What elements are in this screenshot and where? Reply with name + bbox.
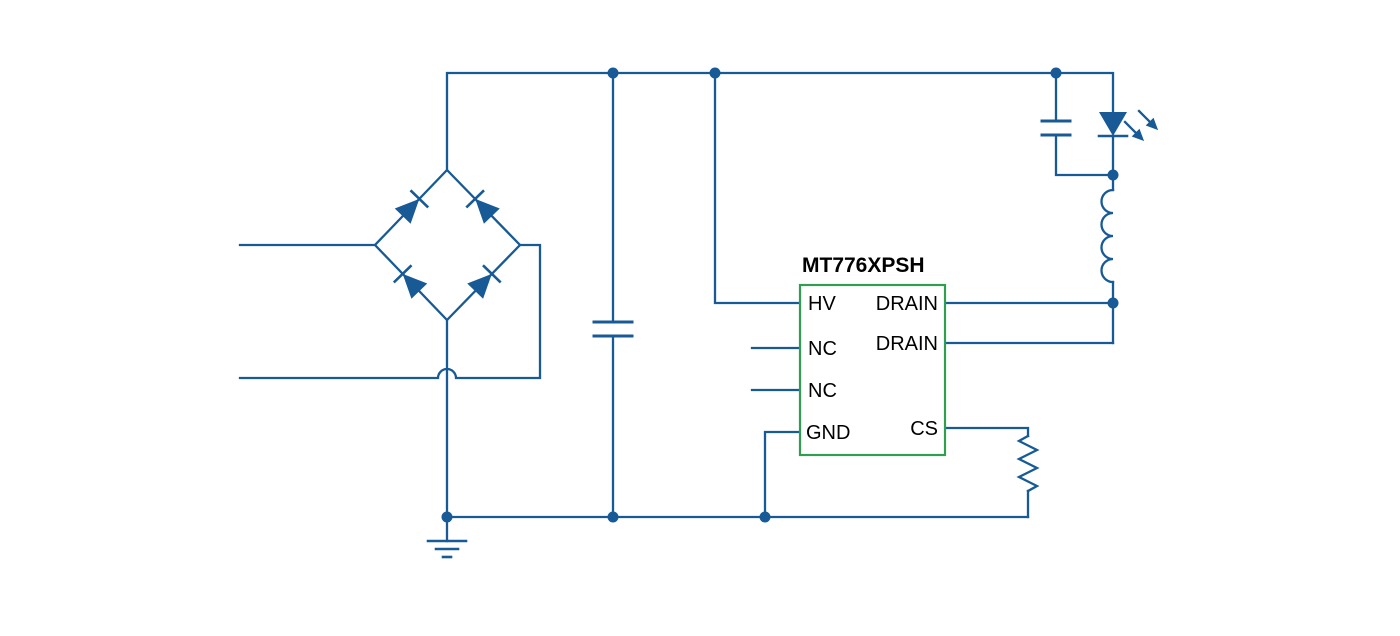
diode-triangle (402, 273, 428, 299)
wire-ac-line-2 (238, 243, 542, 380)
diode-cathode-bar (392, 264, 413, 284)
junction-dot (1107, 297, 1119, 309)
arrow-head (1145, 117, 1159, 131)
diode-triangle (467, 273, 492, 299)
pin-label-cs: CS (910, 418, 938, 440)
ground-symbol (426, 515, 468, 559)
wire-hv (713, 71, 802, 305)
arrow-shaft (1137, 109, 1153, 125)
dc-bus (445, 71, 1115, 519)
junction-dot (441, 511, 453, 523)
bridge-rectifier (373, 168, 522, 322)
wire-gnd (763, 430, 802, 519)
filter-capacitor (592, 71, 634, 519)
pin-label-hv: HV (808, 293, 836, 315)
ic-part-number: MT776XPSH (802, 254, 925, 277)
diode-lower-left (392, 264, 428, 299)
diode-lower-right (467, 264, 502, 299)
arrow-head (1131, 128, 1145, 142)
diode-triangle (475, 198, 500, 224)
bridge-diamond (373, 168, 522, 322)
ic-labels: MT776XPSH HV NC NC GND DRAIN DRAIN CS (802, 254, 938, 444)
pin-label-gnd: GND (806, 422, 850, 444)
inductor (1100, 188, 1115, 345)
junction-dots (441, 67, 1119, 523)
pin-label-nc-2: NC (808, 380, 837, 402)
emission-arrow-2 (1137, 109, 1159, 131)
diode-cathode-bar (482, 264, 502, 284)
arrow-shaft (1123, 120, 1139, 136)
output-capacitor (1040, 71, 1115, 177)
emission-arrow-1 (1123, 120, 1145, 142)
ac-input-lines (238, 243, 542, 380)
junction-dot (607, 67, 619, 79)
junction-dot (1107, 169, 1119, 181)
ic-connections (713, 71, 1115, 519)
pin-label-drain-2: DRAIN (876, 333, 938, 355)
output-cap-bottom-lead (1054, 133, 1115, 177)
resistor-zigzag (1016, 434, 1040, 493)
ic-mt776xpsh: MT776XPSH HV NC NC GND DRAIN DRAIN CS (798, 254, 947, 457)
pin-label-nc-1: NC (808, 338, 837, 360)
diode-triangle (394, 198, 420, 224)
inductor-coil (1100, 188, 1115, 284)
pin-label-drain-1: DRAIN (876, 293, 938, 315)
wire-top-rail (445, 71, 1115, 172)
junction-dot (1050, 67, 1062, 79)
junction-dot (759, 511, 771, 523)
junction-dot (607, 511, 619, 523)
led-triangle (1099, 112, 1127, 136)
diode-upper-right (465, 189, 500, 224)
led (1097, 109, 1159, 192)
junction-dot (709, 67, 721, 79)
diode-cathode-bar (465, 189, 485, 209)
circuit: MT776XPSH HV NC NC GND DRAIN DRAIN CS (238, 67, 1159, 559)
diode-upper-left (394, 189, 430, 224)
sense-resistor (943, 426, 1040, 519)
ic-body (798, 283, 947, 457)
emission-arrows (1123, 109, 1159, 142)
wire-cs (943, 426, 1030, 438)
diode-cathode-bar (409, 189, 430, 209)
